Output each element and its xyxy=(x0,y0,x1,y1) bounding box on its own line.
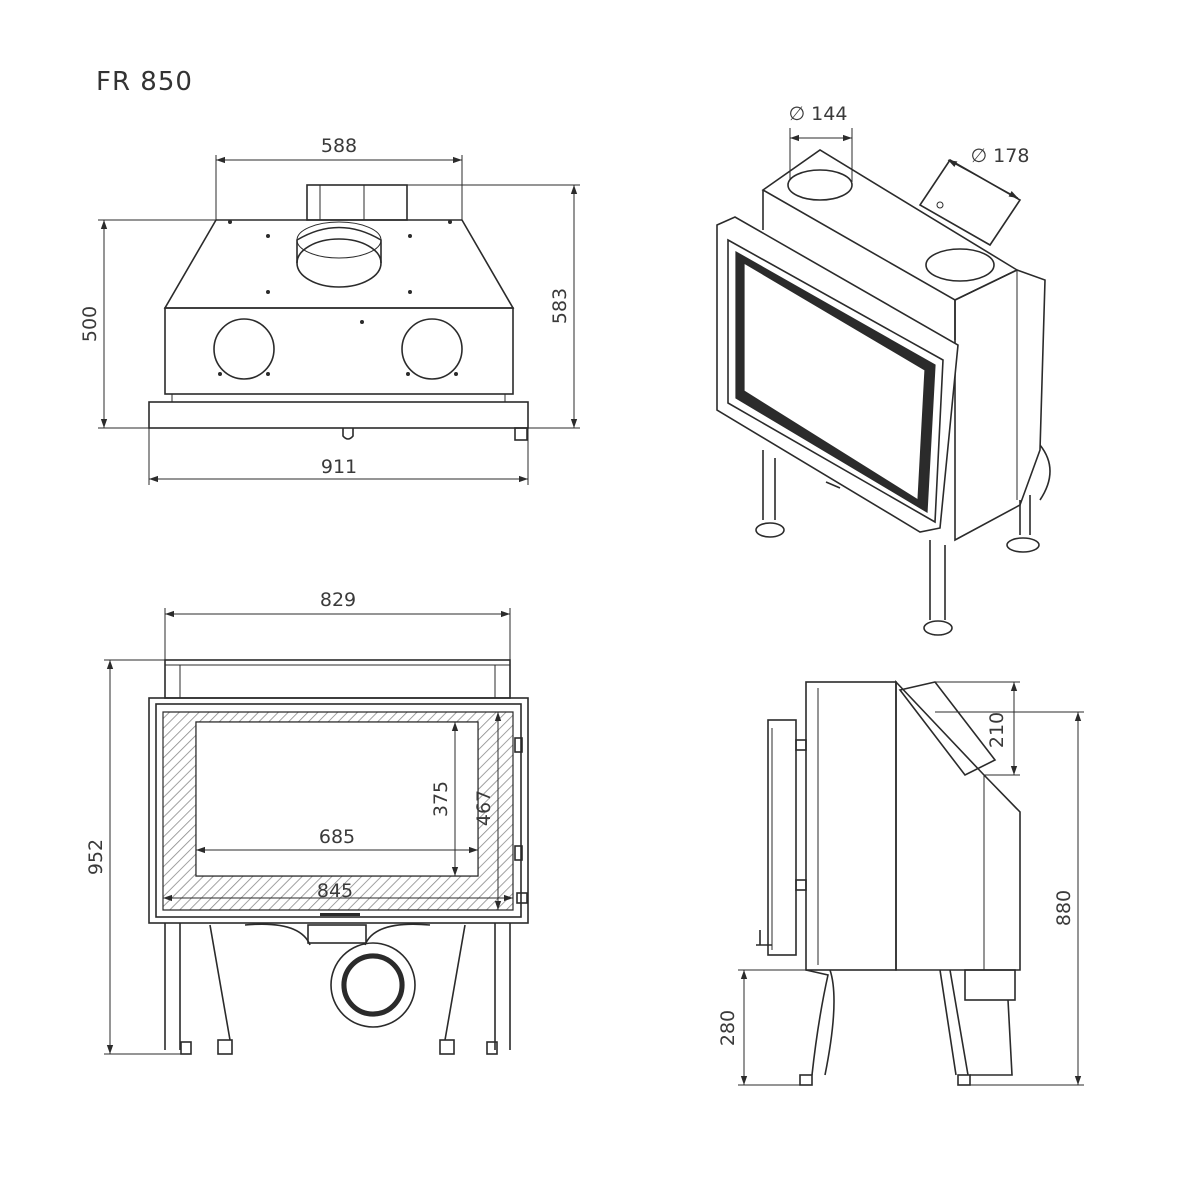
side-view: 210 880 280 xyxy=(717,679,1084,1086)
dim-685: 685 xyxy=(319,826,355,848)
dim-467: 467 xyxy=(473,790,495,826)
dim-375: 375 xyxy=(430,781,452,817)
dim-dia-178: ∅ 178 xyxy=(971,145,1030,167)
dim-dia-144: ∅ 144 xyxy=(789,103,848,125)
dim-583: 583 xyxy=(549,288,571,324)
dim-880: 880 xyxy=(1053,890,1075,926)
model-title: FR 850 xyxy=(96,67,193,97)
dim-952: 952 xyxy=(85,839,107,875)
top-view: 588 500 583 911 xyxy=(79,135,580,485)
dim-911: 911 xyxy=(321,456,357,478)
iso-view: ∅ 144 ∅ 178 xyxy=(716,103,1051,636)
dim-588: 588 xyxy=(321,135,357,157)
front-view: 829 952 375 467 685 845 xyxy=(85,589,529,1055)
dim-845: 845 xyxy=(317,880,353,902)
dim-500: 500 xyxy=(79,306,101,342)
dim-829: 829 xyxy=(320,589,356,611)
dim-210: 210 xyxy=(986,712,1008,748)
dim-280: 280 xyxy=(717,1010,739,1046)
